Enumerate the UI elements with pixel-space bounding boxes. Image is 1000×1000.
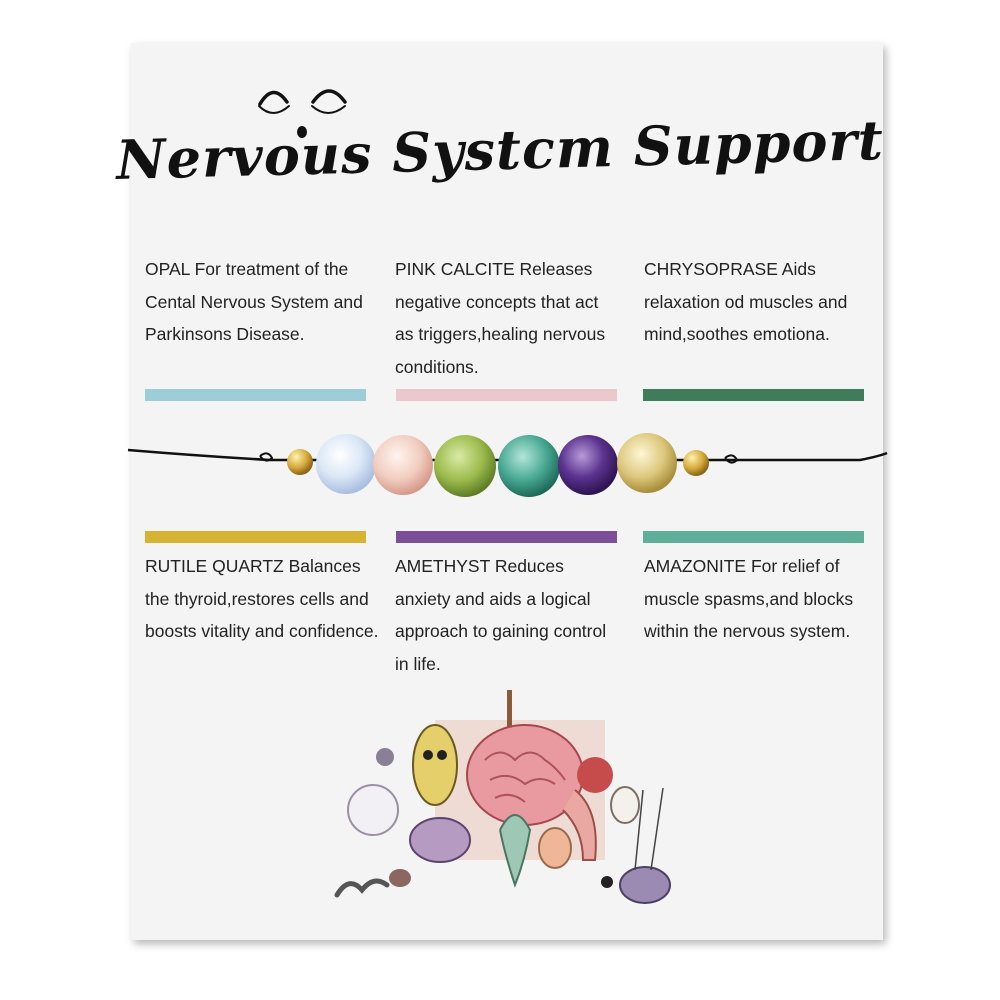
amazonite-bead [498,435,560,497]
opal-description: OPAL For treatment of the Cental Nervous… [145,259,363,344]
rutile-quartz-bead [617,433,677,493]
gold-spacer-bead [683,450,709,476]
chrysoprase-bead [434,435,496,497]
opal-color-bar [145,389,366,401]
rutile-quartz-color-bar [145,531,366,543]
amethyst-color-bar [396,531,617,543]
pink-calcite-color-bar [396,389,617,401]
amazonite-color-bar [643,531,864,543]
chrysoprase-color-bar [643,389,864,401]
brain-creatures-illustration [334,690,671,904]
pink-calcite-description: PINK CALCITE Releases negative concepts … [395,259,606,377]
chrysoprase-description: CHRYSOPRASE Aids relaxation od muscles a… [644,259,848,344]
amethyst-description: AMETHYST Reduces anxiety and aids a logi… [395,556,607,674]
pink-calcite-bead [373,435,433,495]
opal-bead [316,434,376,494]
gold-spacer-bead [287,449,313,475]
closed-eyes-icon [258,89,347,138]
amethyst-bead [558,435,618,495]
amazonite-description: AMAZONITE For relief of muscle spasms,an… [644,556,854,641]
bead-bracelet [127,433,888,497]
rutile-quartz-description: RUTILE QUARTZ Balances the thyroid,resto… [145,556,379,641]
